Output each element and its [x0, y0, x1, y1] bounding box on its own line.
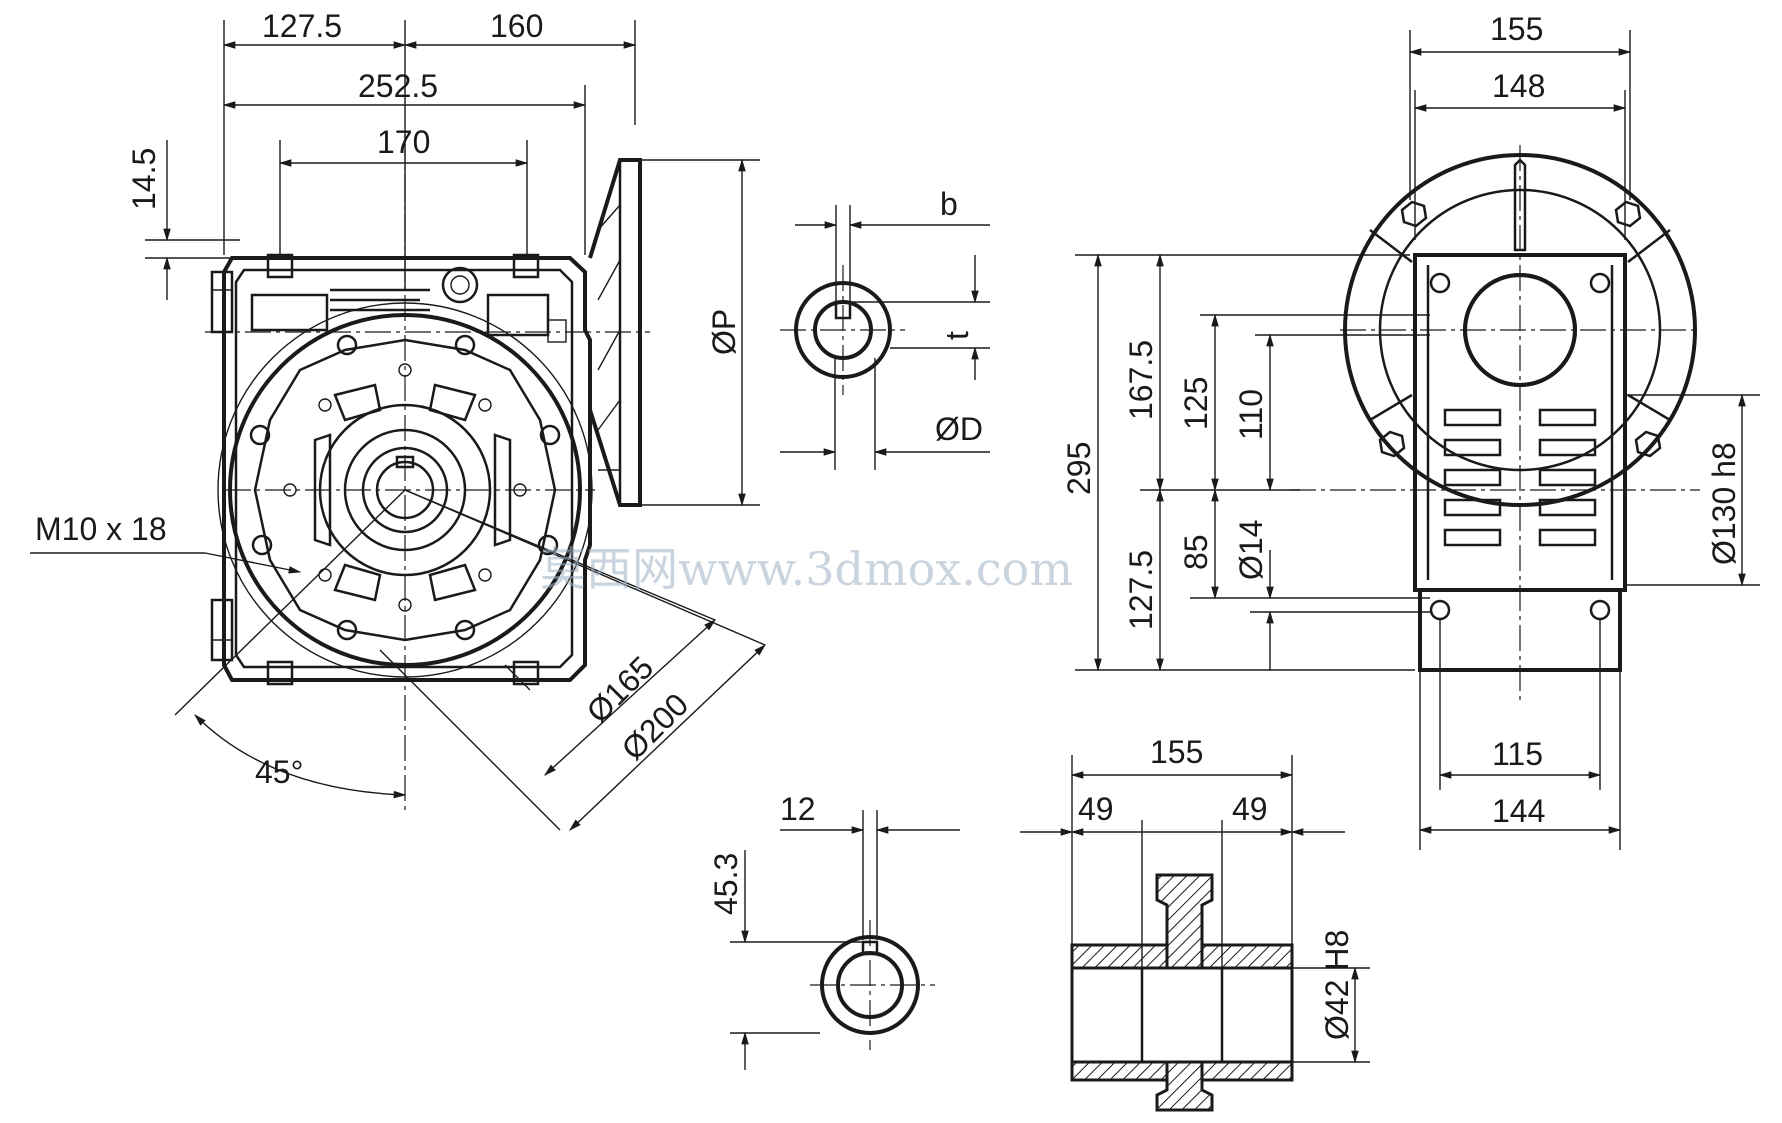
- dim-side-115: 115: [1492, 736, 1543, 772]
- dim-side-144: 144: [1492, 793, 1545, 829]
- dim-side-hole-14: Ø14: [1233, 520, 1269, 580]
- dim-front-170: 170: [377, 124, 430, 160]
- dim-wheel-155: 155: [1150, 734, 1203, 770]
- dim-angle-45: 45°: [255, 754, 303, 790]
- dim-wheel-bore: Ø42 H8: [1319, 930, 1355, 1040]
- dim-side-148: 148: [1492, 68, 1545, 104]
- label-thread-m10: M10 x 18: [35, 511, 167, 547]
- dim-hollow-12: 12: [780, 791, 816, 827]
- dim-side-155: 155: [1490, 11, 1543, 47]
- dim-side-127-5: 127.5: [1123, 550, 1159, 630]
- dim-front-127-5: 127.5: [262, 8, 342, 44]
- dim-side-167-5: 167.5: [1123, 340, 1159, 420]
- dim-shaft-od: ØD: [935, 411, 983, 447]
- dim-front-252-5: 252.5: [358, 68, 438, 104]
- dim-side-spigot: Ø130 h8: [1706, 442, 1742, 565]
- dim-front-14-5: 14.5: [126, 148, 162, 210]
- dim-hollow-45-3: 45.3: [708, 853, 744, 915]
- dim-shaft-b: b: [940, 186, 958, 222]
- dim-side-110: 110: [1233, 389, 1269, 440]
- dim-shaft-t: t: [939, 331, 975, 340]
- dim-wheel-49-right: 49: [1232, 791, 1268, 827]
- front-view: 127.5 160 252.5 170 14.5: [30, 8, 766, 831]
- dim-side-85: 85: [1178, 534, 1214, 570]
- watermark: 莫西网www.3dmox.com: [540, 542, 1073, 596]
- side-view: 155 148: [1061, 11, 1760, 850]
- dim-wheel-49-left: 49: [1078, 791, 1114, 827]
- dim-flange-op: ØP: [706, 309, 742, 355]
- hollow-shaft-section: 12 45.3: [708, 791, 960, 1070]
- dim-side-125: 125: [1178, 377, 1214, 430]
- worm-wheel-section: 155 49 49 Ø42 H8: [1020, 734, 1370, 1112]
- bolt-holes: [249, 334, 561, 641]
- shaft-section-view: b t ØD: [780, 186, 990, 470]
- side-fins: [1443, 408, 1597, 547]
- dim-side-295: 295: [1061, 442, 1097, 495]
- dim-front-160: 160: [490, 8, 543, 44]
